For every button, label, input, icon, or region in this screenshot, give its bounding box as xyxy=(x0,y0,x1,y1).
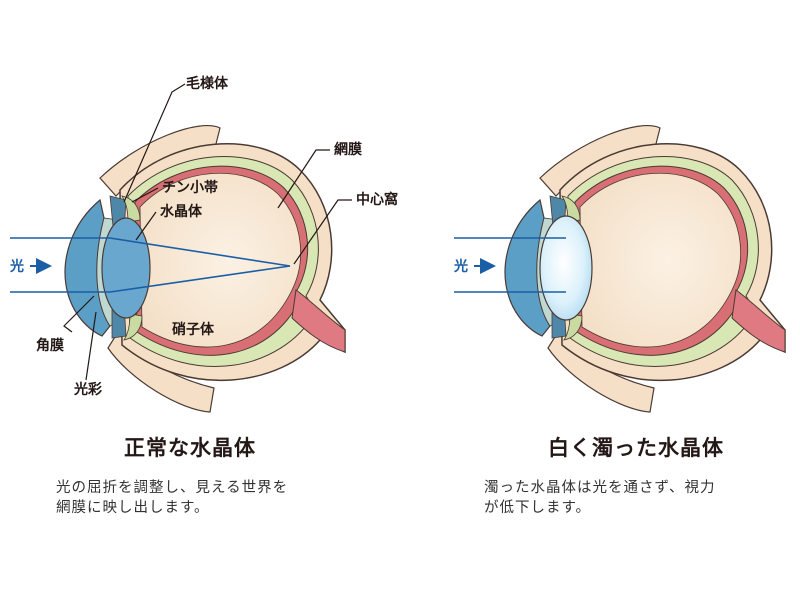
normal-lens-description-line-1: 光の屈折を調整し、見える世界を xyxy=(56,480,289,496)
vitreous-body xyxy=(579,172,741,348)
normal-lens-description: 光の屈折を調整し、見える世界を 網膜に映し出します。 xyxy=(56,478,366,518)
label-zonule: チン小帯 xyxy=(162,179,218,196)
cloudy-lens-description-line-2: が低下します。 xyxy=(484,500,592,516)
light-label-left: 光 xyxy=(9,258,24,275)
refracted-ray-bottom xyxy=(109,265,291,293)
label-vitreous: 硝子体 xyxy=(172,321,215,338)
cloudy-eye-diagram: 光 xyxy=(453,124,786,413)
refracted-ray-top xyxy=(109,237,291,267)
label-ciliary-body: 毛様体 xyxy=(186,75,229,92)
optic-nerve xyxy=(291,289,346,353)
ciliary-body-lower xyxy=(123,313,143,341)
normal-lens-description-line-2: 網膜に映し出します。 xyxy=(56,500,210,516)
lens-normal xyxy=(101,217,151,319)
label-iris: 光彩 xyxy=(73,381,102,398)
optic-nerve xyxy=(731,289,786,353)
normal-lens-title: 正常な水晶体 xyxy=(124,436,256,460)
light-label-right: 光 xyxy=(453,258,468,275)
label-lens: 水晶体 xyxy=(160,203,203,220)
lens-cloudy xyxy=(539,215,593,321)
label-cornea: 角膜 xyxy=(36,337,64,354)
cloudy-lens-title: 白く濁った水晶体 xyxy=(548,436,724,460)
vitreous-body xyxy=(139,172,301,348)
leader-lines-left xyxy=(63,83,352,381)
label-fovea: 中心窩 xyxy=(356,191,398,208)
cloudy-lens-description-line-1: 濁った水晶体は光を通さず、視力 xyxy=(484,480,716,496)
label-retina: 網膜 xyxy=(334,141,362,158)
normal-eye-diagram: 光 毛様体 チン小帯 水晶体 硝子体 網膜 中心窩 角膜 光彩 xyxy=(9,75,398,413)
cloudy-lens-description: 濁った水晶体は光を通さず、視力 が低下します。 xyxy=(484,478,794,518)
